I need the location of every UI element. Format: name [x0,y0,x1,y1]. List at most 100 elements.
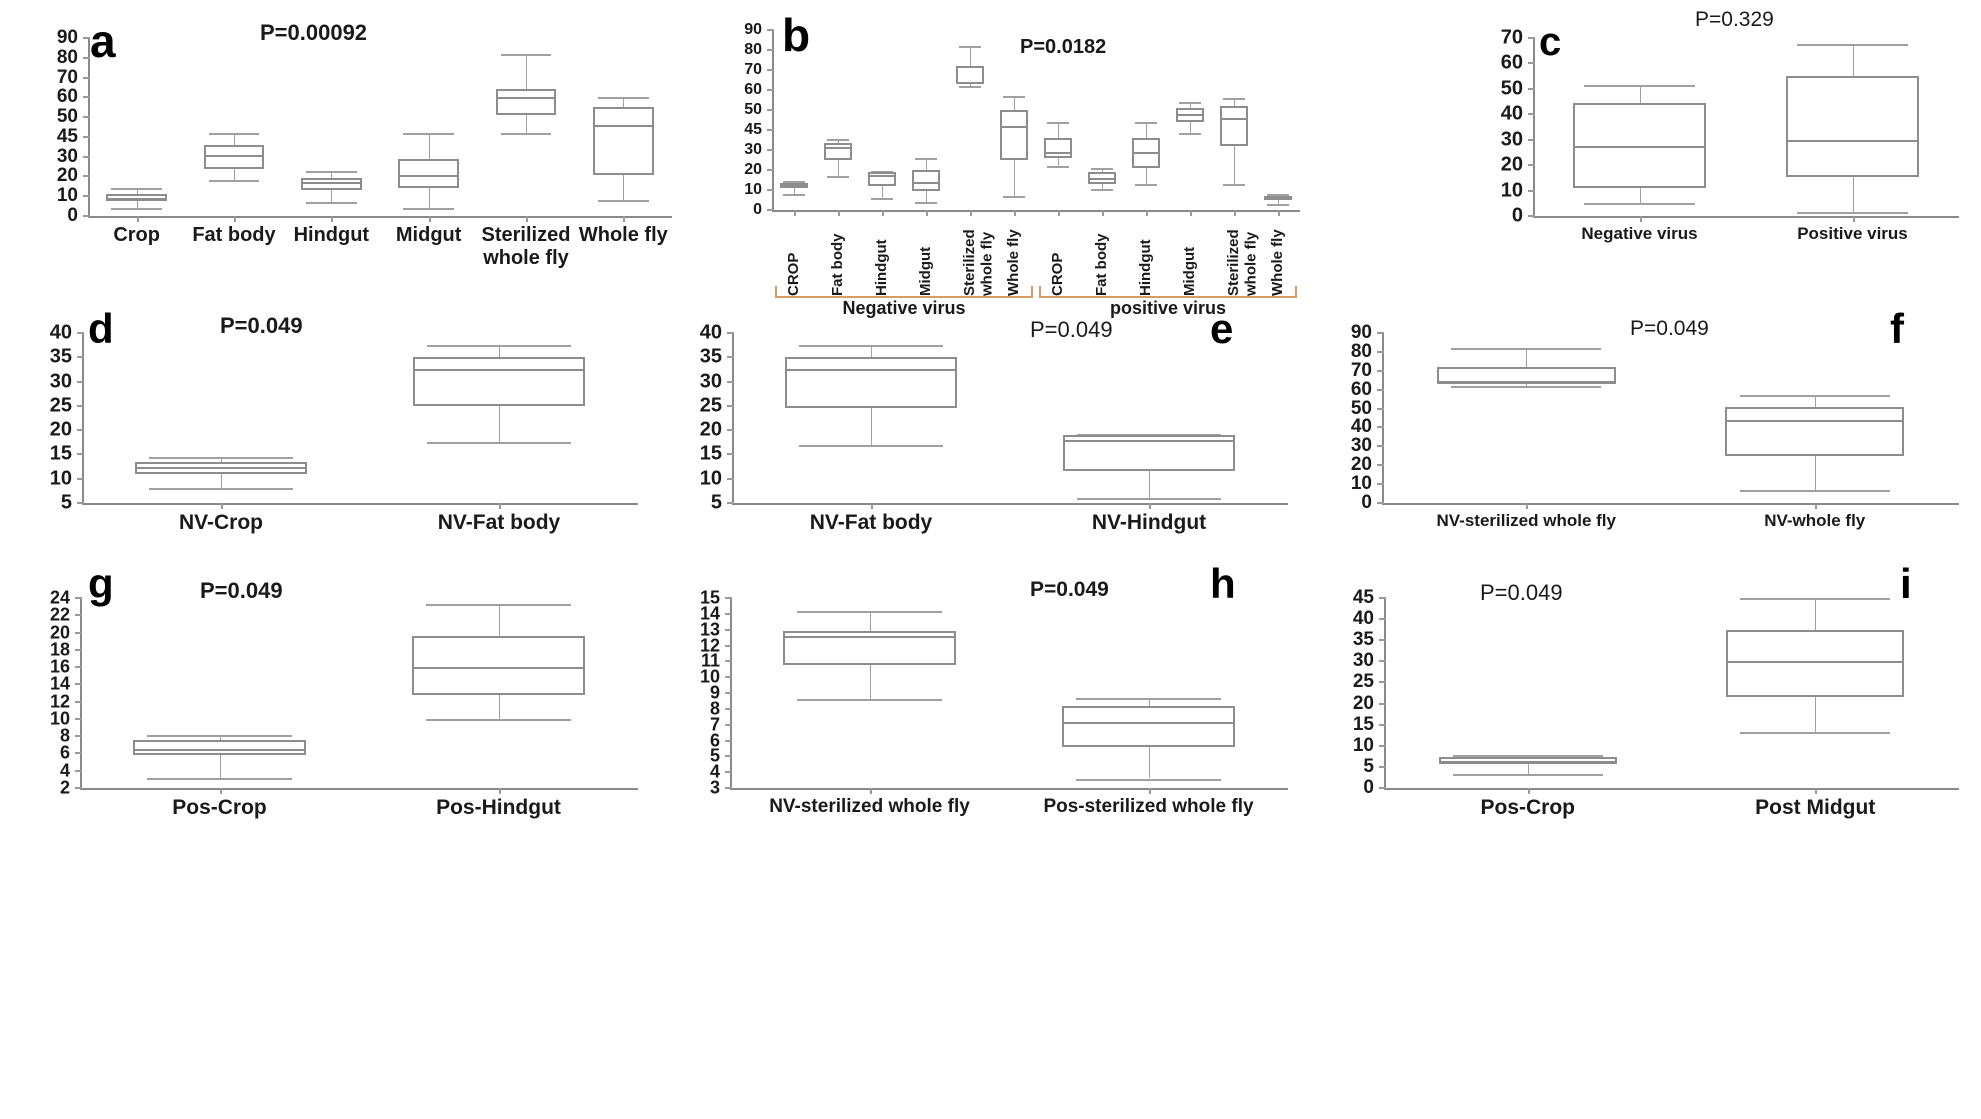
y-axis-tick-mark [727,429,734,432]
y-axis-tick-label: 5 [710,491,722,514]
whisker-cap-lower [914,202,938,204]
x-axis-tick-mark [1014,210,1016,216]
y-axis-tick-mark [725,597,732,599]
y-axis-tick-label: 25 [699,394,722,417]
median-line [398,175,459,178]
y-axis-tick-label: 45 [744,121,762,138]
y-axis-tick-mark [77,404,84,407]
whisker-upper [1639,85,1641,103]
box-plot-group: Sterilized whole fly [0,8,690,308]
whisker-upper [1058,122,1059,138]
whisker-upper [1852,44,1854,77]
y-axis-tick-mark [725,628,732,631]
y-axis-tick-label: 30 [56,145,78,167]
y-axis-tick-mark [77,477,84,480]
y-axis-tick-mark [725,771,732,774]
whisker-cap-lower [425,718,572,721]
x-axis-tick-mark [1149,503,1151,509]
whisker-cap-lower [148,488,294,491]
p-value-label: P=0.329 [1695,8,1774,31]
whisker-cap-upper [958,46,982,48]
y-axis-tick-label: 20 [1500,153,1523,176]
y-axis-tick-label: 40 [49,321,72,344]
whisker-lower [1234,146,1235,184]
whisker-upper [1014,96,1015,110]
box-plot-group: Whole fly [0,8,690,308]
x-axis-label: Whole fly [1269,229,1286,296]
x-axis-tick-mark [1146,210,1148,216]
box-a-5 [593,107,654,176]
whisker-cap-upper [1134,122,1158,124]
panel-letter-c: c [1539,20,1562,64]
whisker-cap-lower [826,176,850,178]
whisker-upper [871,345,872,358]
y-axis-tick-label: 20 [699,418,722,441]
x-axis-label: NV-Hindgut [1091,511,1207,534]
y-axis-tick-label: 3 [709,777,720,798]
y-axis-tick-mark [725,644,732,647]
y-axis-tick-label: 90 [1350,322,1372,343]
whisker-upper [1146,122,1147,138]
y-axis-tick-mark [1377,426,1384,429]
x-axis-label: Pos-Crop [172,796,267,819]
x-axis-tick-mark [1234,210,1236,216]
whisker-cap-lower [1046,166,1070,168]
y-axis-tick-mark [75,666,82,669]
group-label: Negative virus [842,298,966,318]
whisker-cap-lower [1740,731,1891,734]
x-axis-label: Fat body [192,224,276,246]
y-axis-tick-mark [1528,164,1535,167]
whisker-cap-lower [1075,778,1222,781]
x-axis-label: Pos-Hindgut [436,796,561,819]
y-axis-tick-mark [75,769,82,772]
y-axis [1382,333,1384,503]
box-b-3 [912,170,940,191]
x-axis [772,210,1300,212]
whisker-upper [1148,697,1150,706]
whisker-cap-upper [500,53,552,56]
whisker-upper [926,158,927,170]
y-axis-tick-label: 20 [49,418,72,441]
y-axis [82,333,84,503]
y-axis-tick-label: 10 [56,185,78,207]
y-axis-tick-mark [727,332,734,334]
x-axis-tick-mark [794,210,796,216]
y-axis-tick-mark [75,614,82,617]
p-value-label: P=0.049 [200,578,283,603]
box-h-1 [1062,705,1235,747]
median-line [203,155,265,158]
whisker-cap-lower [146,777,293,780]
y-axis-tick-mark [1377,369,1384,372]
x-axis-label: Crop [113,224,160,246]
median-line [956,82,984,84]
y-axis-tick-label: 0 [1361,492,1372,513]
box-plot-group: NV-sterilized whole fly [650,560,1310,840]
box-plot-group: Hindgut [690,8,1310,308]
median-line [1573,146,1706,149]
whisker-lower [136,200,138,209]
y-axis-tick-mark [767,69,774,71]
whisker-lower [794,188,795,194]
x-axis-label: NV-Fat body [437,511,561,534]
box-plot-group: Fat body [0,8,690,308]
whisker-cap-lower [403,208,454,211]
y-axis-tick-mark [77,502,84,504]
whisker-cap-upper [1584,85,1695,88]
median-line [868,175,896,177]
box-f-1 [1725,406,1905,456]
whisker-cap-upper [1739,395,1890,398]
y-axis-tick-label: 14 [699,603,720,624]
whisker-cap-upper [426,345,572,348]
box-plot-group: Negative virus [1455,8,1981,308]
whisker-cap-lower [870,198,894,200]
x-axis-tick-mark [1526,503,1529,509]
whisker-cap-upper [1178,102,1202,104]
y-axis-tick-mark [725,676,732,679]
x-axis-label: NV-Fat body [809,511,933,534]
box-g-0 [133,739,306,756]
panel-letter-h: h [1210,560,1236,607]
x-axis-tick-mark [1148,788,1151,794]
